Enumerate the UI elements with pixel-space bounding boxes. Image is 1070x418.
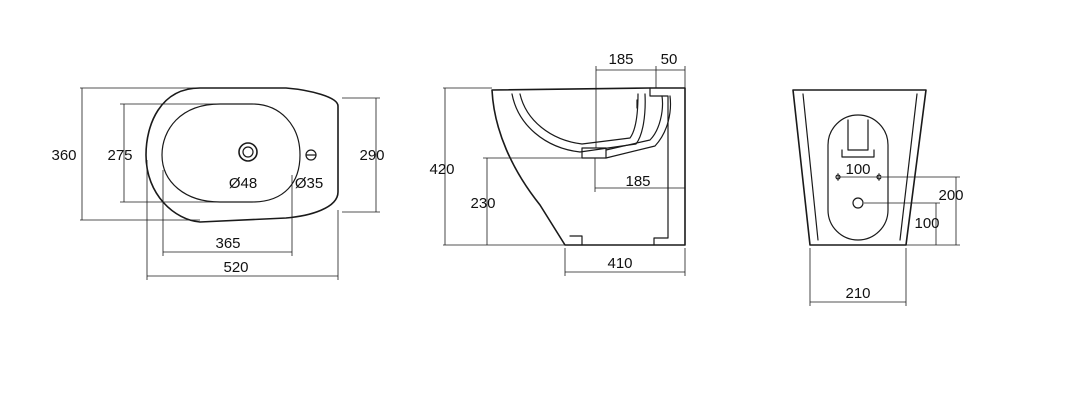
dim-overall-width: 360 xyxy=(51,147,76,164)
dim-overall-length: 520 xyxy=(223,259,248,276)
dim-bowl-width: 275 xyxy=(107,147,132,164)
side-view-outlet xyxy=(581,147,607,159)
side-view-outline xyxy=(491,87,686,246)
dim-waste-height: 100 xyxy=(914,215,939,232)
dim-fixing-spacing: 100 xyxy=(845,161,870,178)
rear-view-inner-right xyxy=(899,93,918,241)
dim-rim-width: 290 xyxy=(359,147,384,164)
rear-view-outlet-bracket xyxy=(841,119,875,158)
dim-rear-width: 210 xyxy=(845,285,870,302)
side-view-bowl-inner xyxy=(519,93,639,145)
dim-trap-height: 230 xyxy=(470,195,495,212)
side-view-bowl xyxy=(511,93,646,153)
rear-view-waste-hole xyxy=(852,197,864,209)
dim-outlet-offset-bottom: 185 xyxy=(625,173,650,190)
label-drain-hole: Ø48 xyxy=(229,175,257,192)
top-view-bowl xyxy=(161,103,301,203)
top-view: 360 275 290 365 520 Ø48 Ø35 xyxy=(51,87,385,280)
side-view-back xyxy=(569,87,669,246)
rear-view-inner-left xyxy=(802,93,819,241)
dim-wall-offset: 50 xyxy=(661,51,678,68)
rear-view: 100 200 100 210 xyxy=(792,89,964,306)
dim-outlet-offset-top: 185 xyxy=(608,51,633,68)
top-view-outline xyxy=(145,87,339,223)
dim-bowl-length: 365 xyxy=(215,235,240,252)
side-view: 420 230 185 185 50 410 xyxy=(429,51,686,276)
dim-depth: 410 xyxy=(607,255,632,272)
side-view-trap xyxy=(605,95,672,159)
dim-fixing-height: 200 xyxy=(938,187,963,204)
drain-hole-outer xyxy=(238,142,258,162)
rear-view-opening xyxy=(827,114,889,241)
drain-hole-inner xyxy=(242,146,254,158)
label-tap-hole: Ø35 xyxy=(295,175,323,192)
dim-height: 420 xyxy=(429,161,454,178)
